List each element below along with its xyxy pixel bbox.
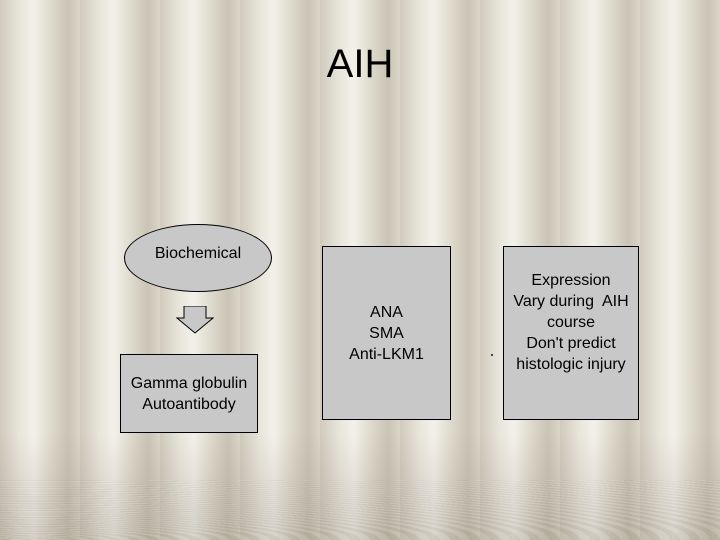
stray-dot: [491, 354, 493, 356]
slide-title: AIH: [326, 42, 394, 86]
box-middle-line-2: SMA: [369, 324, 404, 342]
antibody-box: ANA SMA Anti-LKM1: [322, 246, 451, 420]
box-left-line-2: Autoantibody: [142, 395, 236, 413]
ellipse-label: Biochemical: [154, 245, 242, 262]
box-right-line-2: Vary during AIH: [513, 293, 629, 310]
box-right-line-1: Expression: [531, 272, 611, 289]
expression-box: Expression Vary during AIH course Don't …: [503, 246, 639, 420]
gamma-globulin-box: Gamma globulin Autoantibody: [120, 354, 258, 433]
box-left-line-1: Gamma globulin: [130, 374, 248, 392]
down-arrow-icon: [176, 306, 214, 334]
box-middle-line-3: Anti-LKM1: [349, 345, 424, 363]
box-right-line-4: Don't predict: [526, 335, 616, 352]
box-middle-line-1: ANA: [370, 303, 403, 321]
biochemical-ellipse: Biochemical: [124, 224, 272, 292]
box-right-line-5: histologic injury: [516, 356, 626, 373]
box-right-line-3: course: [546, 314, 596, 331]
